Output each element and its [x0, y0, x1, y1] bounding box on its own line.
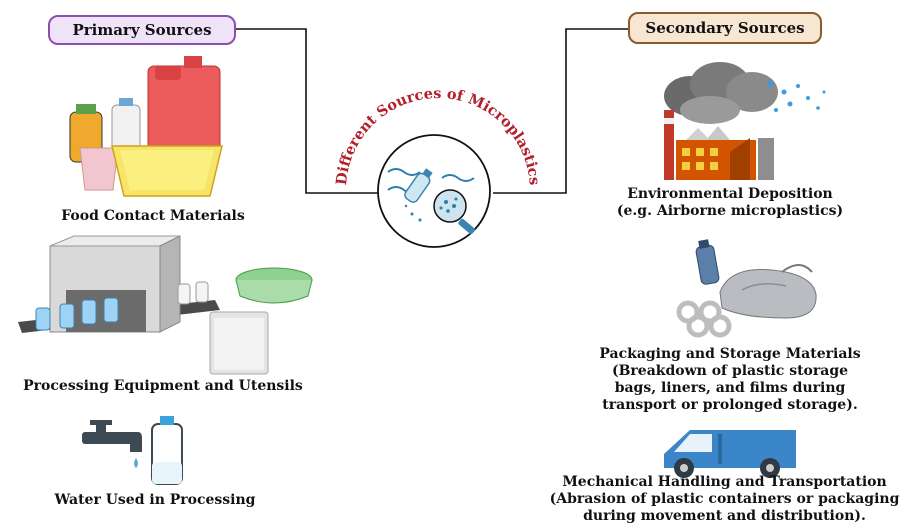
environmental-deposition-label: Environmental Deposition (e.g. Airborne … — [616, 186, 844, 219]
primary-sources-label: Primary Sources — [48, 15, 236, 45]
food-contact-materials-label: Food Contact Materials — [61, 208, 245, 224]
secondary-connector — [493, 28, 628, 194]
mechanical-handling-label: Mechanical Handling and Transportation (… — [549, 474, 900, 524]
processing-equipment-label: Processing Equipment and Utensils — [23, 378, 303, 394]
primary-connector — [236, 28, 378, 194]
water-used-label: Water Used in Processing — [54, 492, 256, 508]
packaging-storage-label: Packaging and Storage Materials (Breakdo… — [599, 346, 861, 413]
secondary-sources-label: Secondary Sources — [628, 12, 822, 44]
